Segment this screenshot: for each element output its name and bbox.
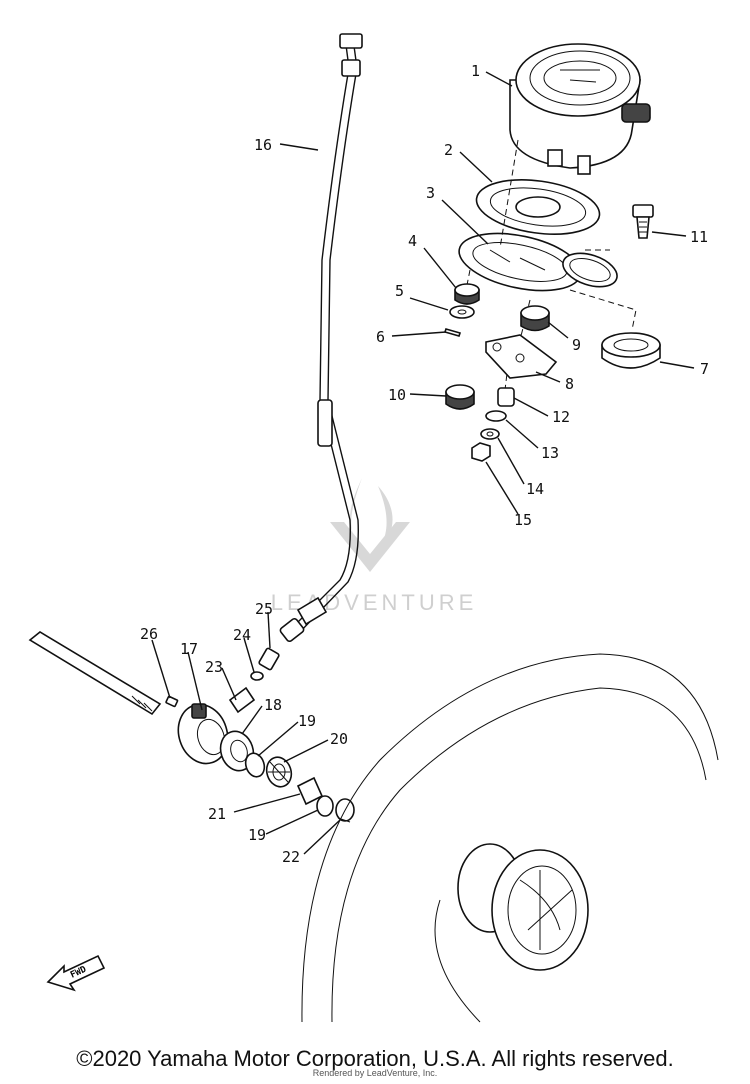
bolt-11 <box>632 204 654 239</box>
callout-14: 14 <box>526 480 544 498</box>
callout-17: 17 <box>180 640 198 658</box>
callout-16: 16 <box>254 136 272 154</box>
callout-5: 5 <box>395 282 404 300</box>
callout-12: 12 <box>552 408 570 426</box>
speedometer-assembly <box>509 43 651 175</box>
callout-2: 2 <box>444 141 453 159</box>
callout-4: 4 <box>408 232 417 250</box>
callout-21: 21 <box>208 805 226 823</box>
callout-15: 15 <box>514 511 532 529</box>
callout-8: 8 <box>565 375 574 393</box>
gear-unit-17 <box>177 703 229 765</box>
callout-19a: 19 <box>298 712 316 730</box>
callout-9: 9 <box>572 336 581 354</box>
callout-23: 23 <box>205 658 223 676</box>
callout-13: 13 <box>541 444 559 462</box>
damper-9 <box>520 305 550 332</box>
copyright-footer: ©2020 Yamaha Motor Corporation, U.S.A. A… <box>76 1046 674 1071</box>
callout-22: 22 <box>282 848 300 866</box>
front-axle <box>28 631 162 716</box>
callout-18: 18 <box>264 696 282 714</box>
fwd-arrow: FWD <box>46 954 106 992</box>
callout-labels: 1 2 3 4 5 6 7 8 9 10 11 12 13 14 15 16 1… <box>140 62 709 866</box>
callout-19b: 19 <box>248 826 266 844</box>
callout-6: 6 <box>376 328 385 346</box>
grommet-7 <box>601 332 661 369</box>
render-credit: Rendered by LeadVenture, Inc. <box>312 1068 438 1078</box>
callout-25: 25 <box>255 600 273 618</box>
callout-7: 7 <box>700 360 709 378</box>
callout-10: 10 <box>388 386 406 404</box>
callout-1: 1 <box>471 62 480 80</box>
front-wheel <box>301 653 719 1023</box>
callout-11: 11 <box>690 228 708 246</box>
plate-8 <box>485 334 558 379</box>
damper-4 <box>454 283 480 305</box>
callout-24: 24 <box>233 626 251 644</box>
cushion-ring <box>475 179 601 235</box>
callout-26: 26 <box>140 625 158 643</box>
gear-20 <box>265 756 293 788</box>
callout-20: 20 <box>330 730 348 748</box>
leader-lines <box>151 71 695 855</box>
speedometer-cable <box>279 33 363 643</box>
damper-10 <box>445 384 475 410</box>
leadventure-watermark: LEADVENTURE <box>271 478 473 615</box>
callout-3: 3 <box>426 184 435 202</box>
